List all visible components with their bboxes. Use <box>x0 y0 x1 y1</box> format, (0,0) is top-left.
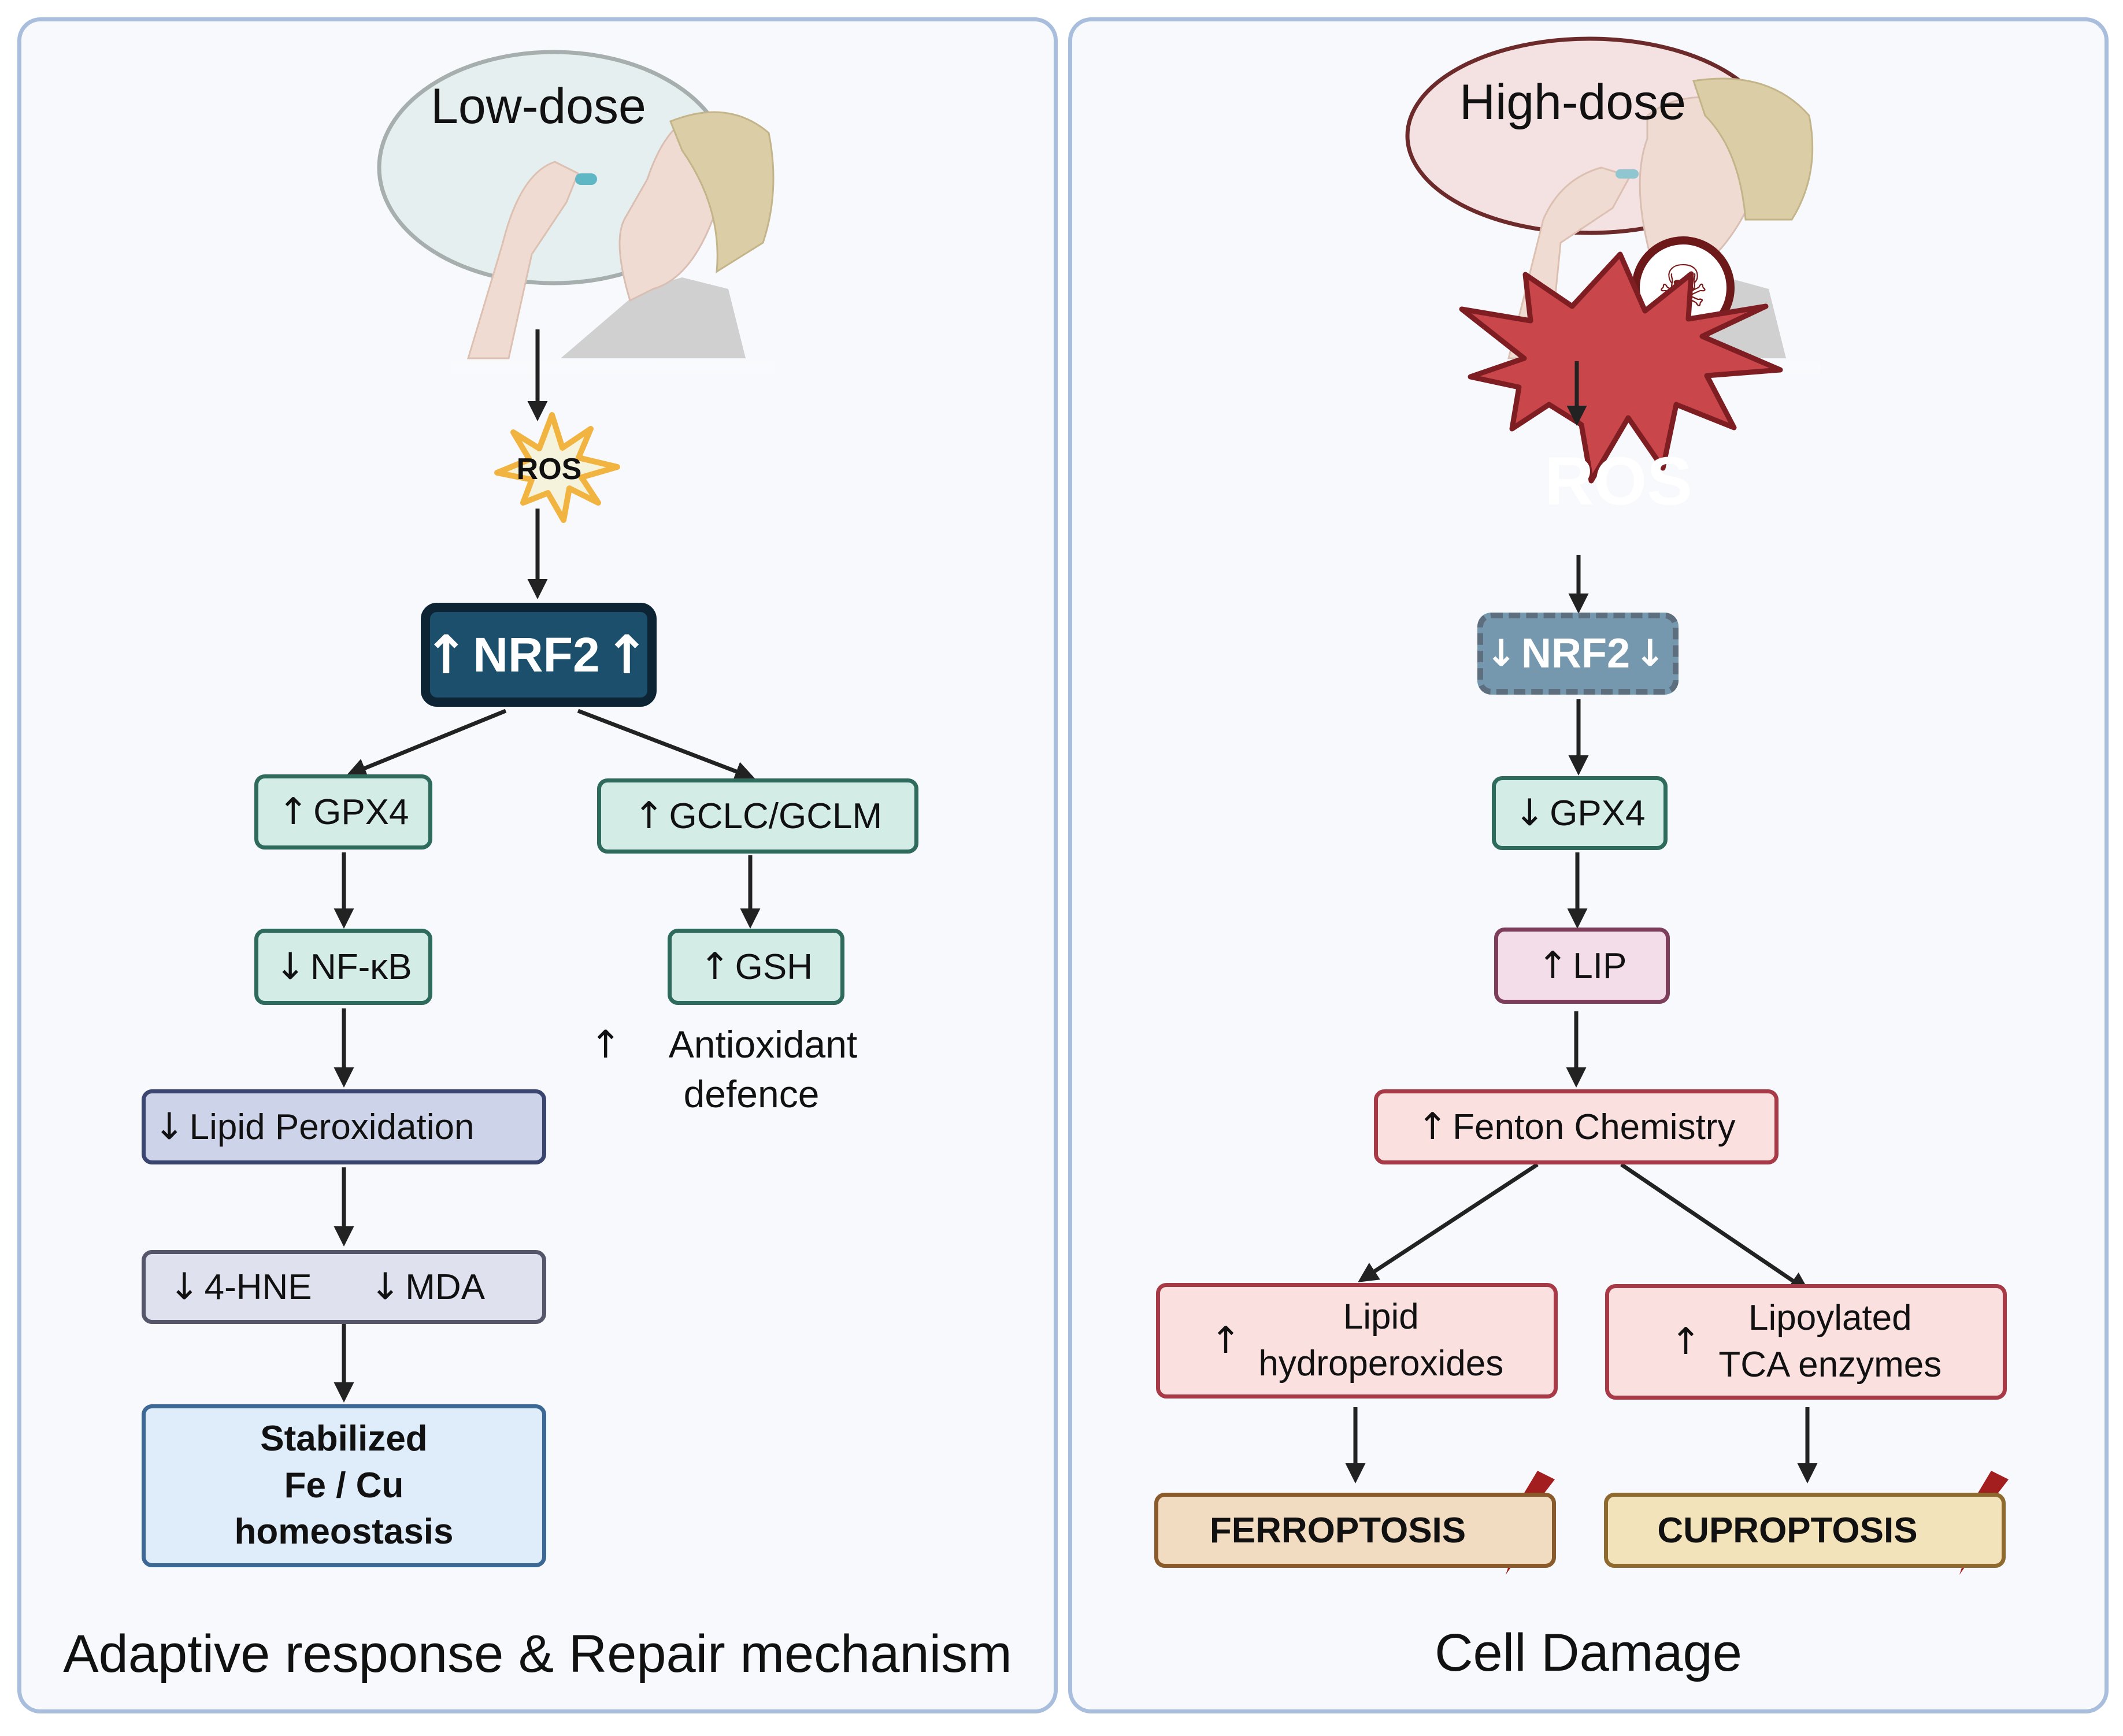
down-arrow-icon: ↓ <box>1635 632 1666 675</box>
left-panel-caption: Adaptive response & Repair mechanism <box>63 1624 1012 1683</box>
down-arrow-icon: ↓ <box>369 1266 401 1308</box>
high-dose-panel <box>1068 17 2109 1713</box>
down-arrow-icon: ↓ <box>1514 792 1546 834</box>
up-arrow-icon: ↑ <box>1417 1106 1448 1148</box>
up-arrow-icon: ↑ <box>604 624 649 686</box>
gsh-up-node: ↑GSH <box>668 929 844 1005</box>
ros-high-label: ROS <box>1544 443 1692 520</box>
up-arrow-icon: ↑ <box>1537 944 1569 987</box>
gclc-gclm-up-node: ↑GCLC/GCLM <box>597 778 918 854</box>
gpx4-up-node: ↑GPX4 <box>254 774 432 850</box>
hne-mda-down-node: ↓4-HNE ↓MDA <box>142 1250 546 1324</box>
cuproptosis-node: CUPROPTOSIS <box>1604 1493 2006 1568</box>
fenton-chemistry-up-node: ↑Fenton Chemistry <box>1374 1089 1779 1164</box>
up-arrow-icon: ↑ <box>590 1022 622 1067</box>
down-arrow-icon: ↓ <box>1485 632 1517 675</box>
nfkb-down-node: ↓NF-κB <box>254 929 432 1005</box>
lip-up-node: ↑LIP <box>1494 928 1670 1004</box>
nrf2-up-node: ↑ NRF2 ↑ <box>421 603 657 707</box>
up-arrow-icon: ↑ <box>1210 1319 1242 1362</box>
up-arrow-icon: ↑ <box>277 791 309 833</box>
ros-low-label: ROS <box>516 452 582 486</box>
up-arrow-icon: ↑ <box>1670 1320 1702 1363</box>
down-arrow-icon: ↓ <box>169 1266 200 1308</box>
down-arrow-icon: ↓ <box>154 1106 185 1148</box>
lipid-peroxidation-down-node: ↓Lipid Peroxidation <box>142 1089 546 1164</box>
gpx4-down-node: ↓GPX4 <box>1492 776 1668 850</box>
up-arrow-icon: ↑ <box>699 945 731 988</box>
homeostasis-node: Stabilized Fe / Cu homeostasis <box>142 1404 546 1567</box>
nrf2-down-node: ↓ NRF2 ↓ <box>1477 613 1679 695</box>
high-dose-label: High-dose <box>1459 75 1686 130</box>
low-dose-label: Low-dose <box>431 79 646 134</box>
up-arrow-icon: ↑ <box>424 624 469 686</box>
right-panel-caption: Cell Damage <box>1435 1623 1742 1682</box>
antioxidant-defence-note: ↑ Antioxidant defence <box>590 1020 884 1119</box>
up-arrow-icon: ↑ <box>633 795 665 837</box>
ferroptosis-node: FERROPTOSIS <box>1154 1493 1556 1568</box>
down-arrow-icon: ↓ <box>275 945 306 988</box>
